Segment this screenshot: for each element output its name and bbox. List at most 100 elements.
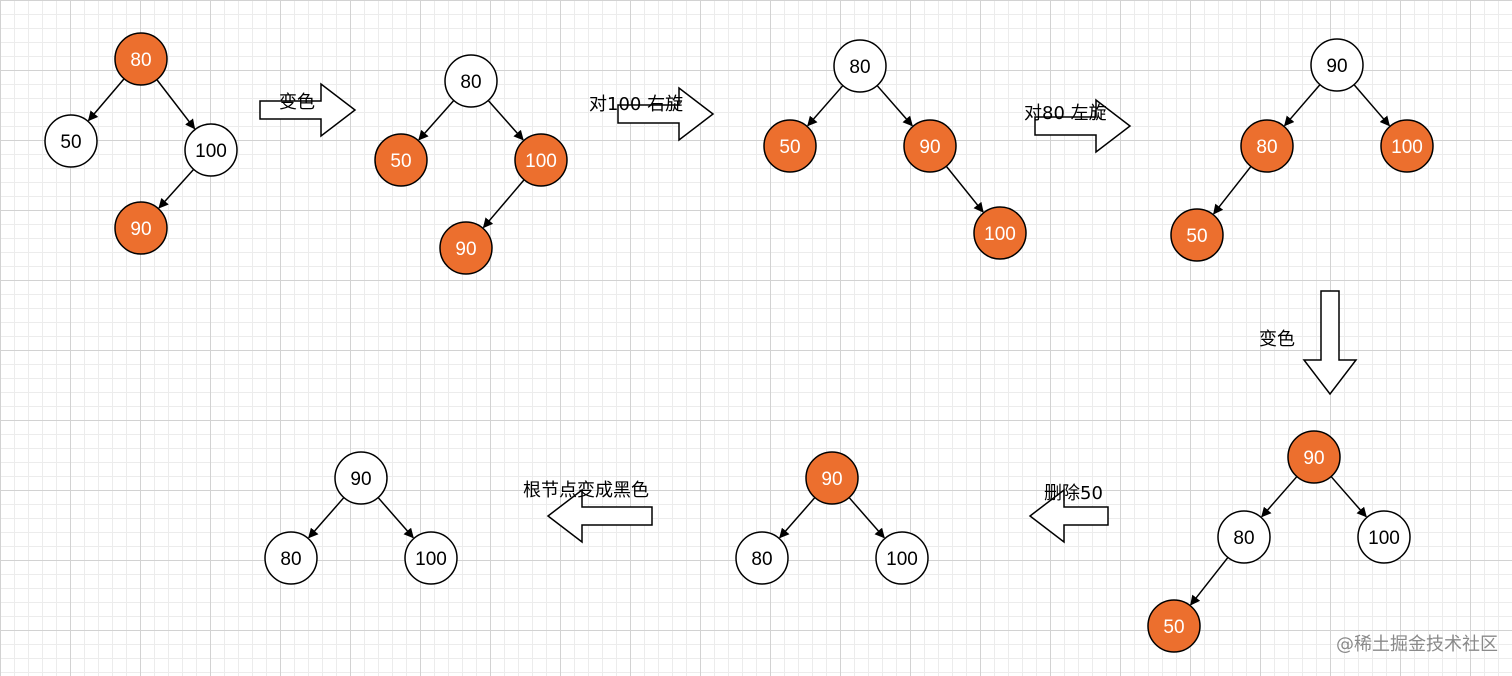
tree-edge	[1190, 556, 1229, 606]
node-circle	[44, 114, 98, 168]
node-value: 50	[60, 132, 81, 153]
tree-step-5: 90 80 100 50	[1147, 430, 1411, 653]
transition-arrow-left-icon	[546, 488, 653, 544]
transition-arrow-down-icon	[1302, 290, 1358, 396]
node-circle	[439, 221, 493, 275]
node-circle	[1310, 38, 1364, 92]
node-circle	[264, 531, 318, 585]
tree-edge	[487, 99, 524, 141]
tree-step-7: 90 80 100	[264, 451, 458, 585]
node-value: 90	[919, 137, 940, 158]
tree-step-3: 80 50 90 100	[763, 39, 1027, 260]
transition-label-1: 变色	[279, 92, 315, 113]
node-circle	[404, 531, 458, 585]
node-circle	[514, 133, 568, 187]
tree-node-90: 90	[439, 221, 493, 275]
node-value: 100	[195, 141, 227, 162]
node-circle	[114, 32, 168, 86]
tree-edge	[418, 99, 455, 141]
tree-node-90: 90	[1287, 430, 1341, 484]
node-value: 50	[779, 137, 800, 158]
node-circle	[1170, 208, 1224, 262]
tree-step-6: 90 80 100	[735, 451, 929, 585]
transition-label-2: 对100 右旋	[589, 94, 684, 115]
node-value: 50	[390, 151, 411, 172]
tree-node-90: 90	[903, 119, 957, 173]
node-circle	[1217, 510, 1271, 564]
node-circle	[973, 206, 1027, 260]
tree-node-80: 80	[444, 54, 498, 108]
tree-node-50: 50	[374, 133, 428, 187]
node-circle	[1357, 510, 1411, 564]
tree-node-100: 100	[973, 206, 1027, 260]
tree-node-100: 100	[875, 531, 929, 585]
tree-edge	[158, 168, 195, 209]
tree-node-50: 50	[44, 114, 98, 168]
tree-node-90: 90	[334, 451, 388, 505]
transition-label-5: 删除50	[1044, 483, 1103, 504]
node-value: 80	[280, 549, 301, 570]
node-value: 90	[821, 469, 842, 490]
tree-node-100: 100	[1357, 510, 1411, 564]
node-circle	[1147, 599, 1201, 653]
node-circle	[763, 119, 817, 173]
tree-node-100: 100	[404, 531, 458, 585]
transition-label-6: 根节点变成黑色	[523, 480, 649, 501]
tree-node-50: 50	[1147, 599, 1201, 653]
tree-step-2: 80 50 100 90	[374, 54, 568, 275]
tree-edge	[848, 497, 885, 539]
node-value: 90	[1303, 448, 1324, 469]
node-value: 80	[1256, 137, 1277, 158]
transition-arrow-left-icon	[1028, 488, 1109, 544]
tree-node-80: 80	[114, 32, 168, 86]
tree-node-100: 100	[514, 133, 568, 187]
node-circle	[1240, 119, 1294, 173]
tree-node-80: 80	[264, 531, 318, 585]
node-value: 100	[886, 549, 918, 570]
tree-node-80: 80	[1240, 119, 1294, 173]
tree-node-50: 50	[1170, 208, 1224, 262]
node-value: 100	[415, 549, 447, 570]
node-circle	[875, 531, 929, 585]
node-value: 80	[460, 72, 481, 93]
tree-node-80: 80	[1217, 510, 1271, 564]
node-value: 80	[849, 57, 870, 78]
node-value: 100	[1391, 137, 1423, 158]
tree-edge	[482, 179, 525, 229]
tree-edge	[1261, 476, 1298, 518]
node-value: 50	[1163, 617, 1184, 638]
tree-edge	[945, 165, 984, 213]
tree-edge	[1284, 84, 1321, 127]
tree-node-80: 80	[735, 531, 789, 585]
tree-edge	[1353, 84, 1390, 127]
tree-edge	[807, 85, 844, 127]
node-circle	[735, 531, 789, 585]
tree-edge	[779, 497, 816, 539]
node-value: 80	[751, 549, 772, 570]
node-value: 90	[455, 239, 476, 260]
node-circle	[1380, 119, 1434, 173]
tree-node-50: 50	[763, 119, 817, 173]
transition-arrow-right-icon	[1034, 98, 1132, 154]
node-circle	[805, 451, 859, 505]
tree-edge	[1213, 165, 1252, 215]
transition-label-4: 变色	[1259, 329, 1295, 350]
watermark: @稀土掘金技术社区	[1336, 634, 1498, 655]
transition-arrow-right-icon	[617, 86, 715, 142]
node-circle	[833, 39, 887, 93]
node-value: 100	[984, 224, 1016, 245]
node-circle	[903, 119, 957, 173]
node-value: 100	[1368, 528, 1400, 549]
tree-node-90: 90	[1310, 38, 1364, 92]
node-circle	[374, 133, 428, 187]
node-circle	[1287, 430, 1341, 484]
tree-edge	[87, 78, 125, 122]
tree-edge	[1330, 476, 1367, 518]
transition-label-3: 对80 左旋	[1024, 103, 1107, 124]
node-circle	[184, 123, 238, 177]
tree-step-4: 90 80 100 50	[1170, 38, 1434, 262]
node-value: 90	[1326, 56, 1347, 77]
tree-edge	[308, 497, 345, 539]
